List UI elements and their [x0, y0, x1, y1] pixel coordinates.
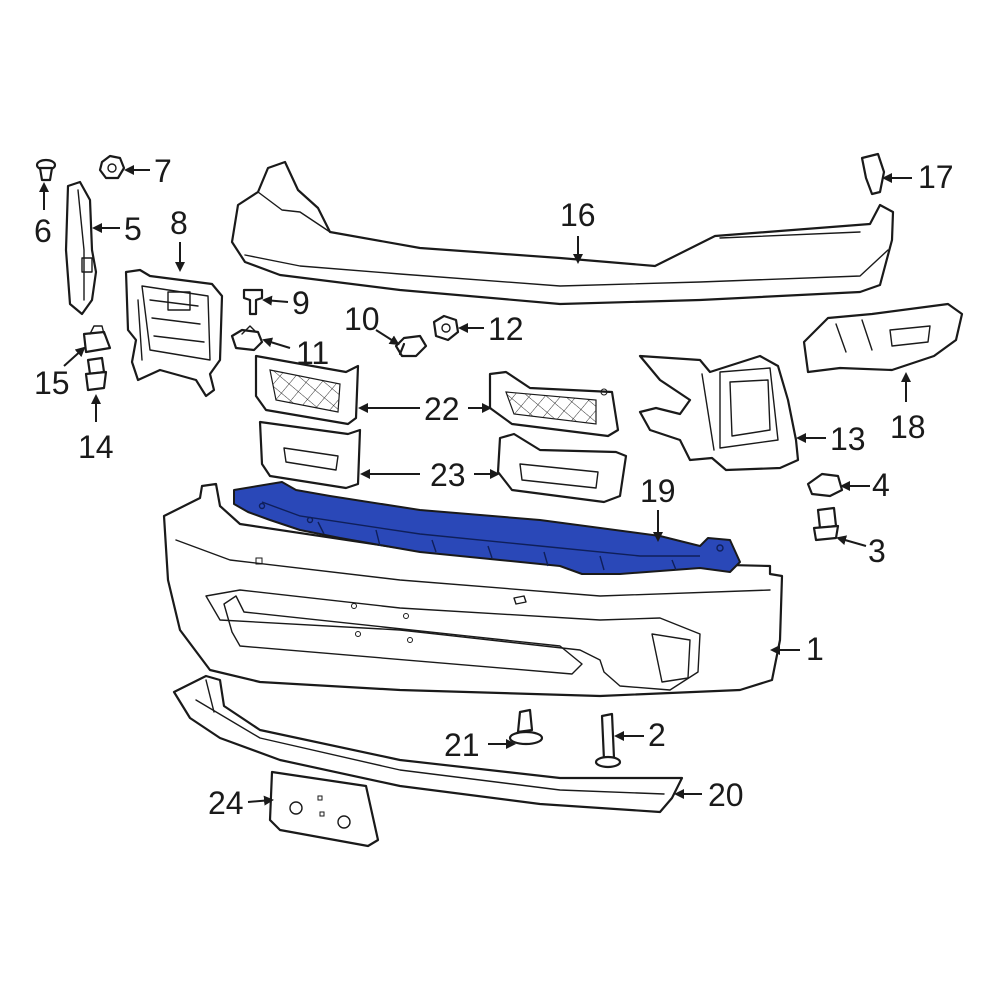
part-19-reinforcement[interactable] [233, 481, 741, 575]
part-10-push-pin[interactable] [394, 334, 428, 358]
callout-21: 21 [444, 727, 480, 763]
callout-8: 8 [170, 205, 188, 241]
part-3-bolt[interactable] [812, 506, 840, 542]
callout-19: 19 [640, 473, 676, 509]
part-8-mounting-bracket[interactable] [124, 268, 224, 398]
part-21-push-pin[interactable] [508, 708, 544, 746]
part-14-bolt[interactable] [84, 356, 108, 392]
callout-22: 22 [424, 391, 460, 427]
callout-10: 10 [344, 301, 380, 337]
part-17-bracket[interactable] [860, 152, 886, 196]
callout-6: 6 [34, 213, 52, 249]
part-1-front-bumper[interactable] [162, 482, 784, 698]
part-18-corner-piece[interactable] [802, 302, 964, 374]
callout-4: 4 [872, 467, 890, 503]
callout-23: 23 [430, 457, 466, 493]
part-20-lower-air-dam[interactable] [172, 674, 684, 814]
part-15-clip-nut[interactable] [82, 325, 112, 354]
leader-15 [63, 346, 86, 367]
part-23-right-bezel[interactable] [496, 432, 628, 504]
callout-11: 11 [296, 335, 329, 371]
leader-3 [836, 535, 867, 547]
part-22-left-grille[interactable] [254, 354, 360, 426]
part-16-upper-cover[interactable] [230, 160, 895, 306]
leader-9 [262, 295, 289, 306]
callout-13: 13 [830, 421, 866, 457]
part-2-bolt[interactable] [594, 712, 622, 769]
leader-10 [375, 329, 400, 346]
callout-labels: 1 2 3 4 5 6 7 8 9 10 11 12 13 14 15 16 1… [34, 153, 954, 821]
callout-18: 18 [890, 409, 926, 445]
part-11-clip-nut[interactable] [230, 325, 264, 352]
callout-1: 1 [806, 631, 824, 667]
part-22-right-grille[interactable] [488, 370, 620, 438]
leader-11 [262, 337, 291, 349]
callout-7: 7 [154, 153, 172, 189]
callout-5: 5 [124, 211, 142, 247]
callout-17: 17 [918, 159, 954, 195]
callout-12: 12 [488, 311, 524, 347]
callout-9: 9 [292, 285, 310, 321]
part-4-clip-nut[interactable] [806, 472, 844, 498]
leader-24 [247, 795, 274, 806]
part-5-side-bracket[interactable] [64, 180, 98, 316]
part-24-license-bracket[interactable] [268, 770, 380, 848]
callout-15: 15 [34, 365, 70, 401]
callout-2: 2 [648, 717, 666, 753]
part-13-side-bracket[interactable] [638, 354, 800, 472]
callout-20: 20 [708, 777, 744, 813]
part-9-clip[interactable] [242, 288, 264, 316]
callout-24: 24 [208, 785, 244, 821]
part-7-nut[interactable] [98, 154, 126, 180]
leader-lines [39, 165, 912, 806]
callout-14: 14 [78, 429, 114, 465]
callout-3: 3 [868, 533, 886, 569]
part-12-nut[interactable] [432, 314, 460, 342]
callout-16: 16 [560, 197, 596, 233]
part-6-push-pin[interactable] [35, 158, 57, 182]
part-23-left-bezel[interactable] [258, 420, 362, 490]
